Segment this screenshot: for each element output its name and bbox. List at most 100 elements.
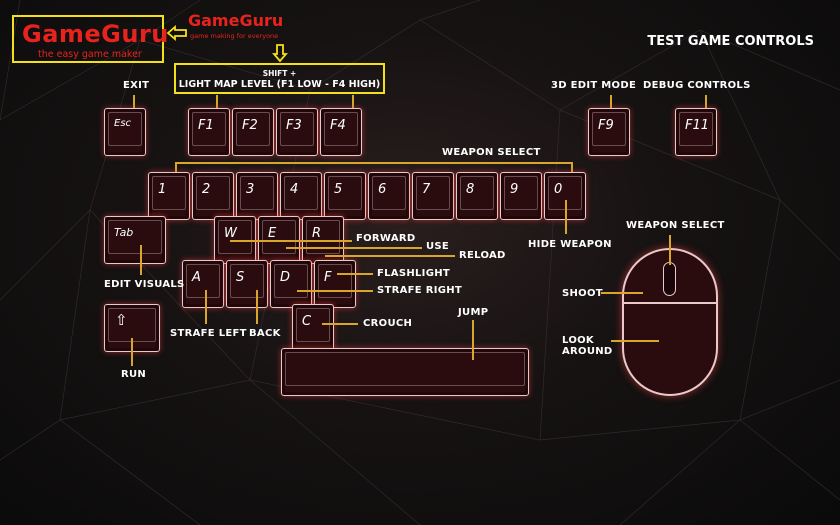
- mouse-button-divider: [623, 302, 717, 304]
- line-f4: [352, 95, 354, 115]
- line-strafe-right: [297, 290, 373, 292]
- shift-label: SHIFT +: [262, 69, 297, 78]
- key-1[interactable]: 1: [148, 172, 190, 220]
- key-f11-label: F11: [685, 118, 710, 133]
- key-c[interactable]: C: [292, 304, 334, 352]
- line-forward: [230, 240, 352, 242]
- key-3[interactable]: 3: [236, 172, 278, 220]
- shift-lightmap-box: [174, 63, 385, 94]
- key-6[interactable]: 6: [368, 172, 410, 220]
- key-w-label: W: [224, 226, 237, 241]
- line-crouch: [322, 323, 358, 325]
- key-9[interactable]: 9: [500, 172, 542, 220]
- label-forward: FORWARD: [356, 233, 416, 244]
- arrow-down-icon: [272, 44, 288, 63]
- key-c-label: C: [302, 314, 312, 329]
- key-7[interactable]: 7: [412, 172, 454, 220]
- label-crouch: CROUCH: [363, 318, 413, 329]
- key-9-label: 9: [510, 182, 519, 197]
- line-reload: [325, 255, 455, 257]
- key-4[interactable]: 4: [280, 172, 322, 220]
- key-5[interactable]: 5: [324, 172, 366, 220]
- label-run: RUN: [121, 369, 147, 380]
- key-6-label: 6: [378, 182, 387, 197]
- key-f4[interactable]: F4: [320, 108, 362, 156]
- key-0-label: 0: [554, 182, 563, 197]
- key-2[interactable]: 2: [192, 172, 234, 220]
- key-f-label: F: [324, 270, 332, 285]
- label-use: USE: [426, 241, 450, 252]
- key-d-label: D: [280, 270, 291, 285]
- label-jump: JUMP: [458, 307, 489, 318]
- shift-arrow-icon: ⇧: [115, 311, 128, 329]
- label-mouse-weapon-select: WEAPON SELECT: [626, 220, 725, 231]
- label-strafe-left: STRAFE LEFT: [170, 328, 247, 339]
- label-flashlight: FLASHLIGHT: [377, 268, 451, 279]
- key-s[interactable]: S: [226, 260, 268, 308]
- key-s-label: S: [236, 270, 245, 285]
- key-tab[interactable]: Tab: [104, 216, 166, 264]
- gameguru-logo: GameGuru: [22, 20, 169, 48]
- key-e-label: E: [268, 226, 277, 241]
- key-f2[interactable]: F2: [232, 108, 274, 156]
- key-8-label: 8: [466, 182, 475, 197]
- key-8[interactable]: 8: [456, 172, 498, 220]
- key-f1[interactable]: F1: [188, 108, 230, 156]
- label-edit-visuals: EDIT VISUALS: [104, 279, 185, 290]
- line-strafe-left: [205, 290, 207, 324]
- line-exit: [133, 95, 135, 115]
- key-f9[interactable]: F9: [588, 108, 630, 156]
- label-shoot: SHOOT: [562, 288, 603, 299]
- key-a-label: A: [192, 270, 201, 285]
- mouse-wheel[interactable]: [663, 262, 676, 296]
- key-7-label: 7: [422, 182, 431, 197]
- key-2-label: 2: [202, 182, 211, 197]
- label-around: AROUND: [562, 346, 613, 357]
- key-f2-label: F2: [242, 118, 258, 133]
- key-a[interactable]: A: [182, 260, 224, 308]
- key-1-label: 1: [158, 182, 167, 197]
- logo-highlight-box: [12, 15, 164, 63]
- logo-alt-tagline: game making for everyone: [190, 32, 279, 40]
- key-f11[interactable]: F11: [675, 108, 717, 156]
- line-look-around: [611, 340, 659, 342]
- arrow-left-icon: [166, 25, 187, 41]
- line-shoot: [601, 292, 643, 294]
- label-back: BACK: [249, 328, 281, 339]
- key-f1-label: F1: [198, 118, 214, 133]
- key-f9-label: F9: [598, 118, 614, 133]
- key-5-label: 5: [334, 182, 343, 197]
- line-run: [131, 338, 133, 366]
- key-3-label: 3: [246, 182, 255, 197]
- line-jump: [472, 320, 474, 360]
- key-tab-label: Tab: [114, 226, 134, 239]
- label-hide-weapon: HIDE WEAPON: [528, 239, 612, 250]
- label-debug-controls: DEBUG CONTROLS: [643, 80, 751, 91]
- key-d[interactable]: D: [270, 260, 312, 308]
- line-mouse-weapon-select: [669, 235, 671, 265]
- key-space[interactable]: [281, 348, 529, 396]
- line-weapon-select: [175, 162, 572, 164]
- key-4-label: 4: [290, 182, 299, 197]
- line-hide-weapon: [565, 200, 567, 234]
- line-use: [286, 247, 422, 249]
- gameguru-logo-alt: GameGuru: [188, 11, 284, 30]
- label-weapon-select: WEAPON SELECT: [442, 147, 541, 158]
- line-f1: [216, 95, 218, 115]
- key-f[interactable]: F: [314, 260, 356, 308]
- label-strafe-right: STRAFE RIGHT: [377, 285, 463, 296]
- label-look: LOOK: [562, 335, 594, 346]
- page-title: TEST GAME CONTROLS: [647, 34, 814, 49]
- label-reload: RELOAD: [459, 250, 506, 261]
- label-exit: EXIT: [123, 80, 150, 91]
- key-esc[interactable]: Esc: [104, 108, 146, 156]
- line-f9: [610, 95, 612, 115]
- logo-tagline: the easy game maker: [38, 49, 142, 60]
- key-f4-label: F4: [330, 118, 346, 133]
- key-r-label: R: [312, 226, 322, 241]
- line-f11: [705, 95, 707, 115]
- key-f3[interactable]: F3: [276, 108, 318, 156]
- lightmap-level-label: LIGHT MAP LEVEL (F1 LOW - F4 HIGH): [178, 79, 381, 90]
- line-flashlight: [337, 273, 373, 275]
